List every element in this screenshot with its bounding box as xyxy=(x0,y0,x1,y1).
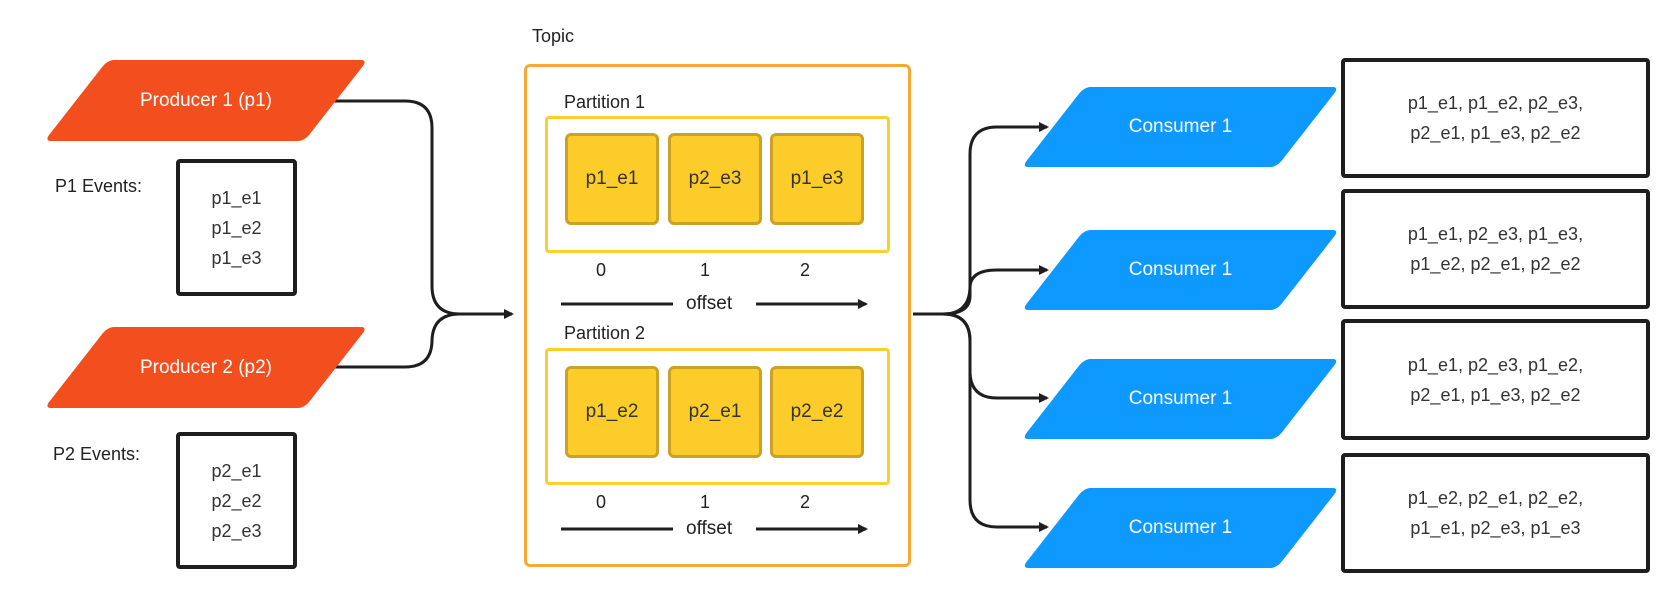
consumer-label: Consumer 1 xyxy=(1128,259,1233,280)
partition-1-cell: p1_e1 xyxy=(565,133,659,225)
p2-event-item: p2_e1 xyxy=(211,460,262,481)
consumer-1-result-box: p1_e1, p1_e2, p2_e3, p2_e1, p1_e3, p2_e2 xyxy=(1341,58,1650,178)
topic-to-consumer3-arrow xyxy=(913,312,1049,403)
partition-2-offset-label: offset xyxy=(678,518,741,540)
topic-to-consumer1-arrow xyxy=(913,122,1049,316)
consumer-4-result-box: p1_e2, p2_e1, p2_e2, p1_e1, p2_e3, p1_e3 xyxy=(1341,453,1650,573)
consumer-node-4: Consumer 1 xyxy=(1021,488,1340,568)
topic-to-consumer2-arrow xyxy=(913,265,1049,316)
consumer-label: Consumer 1 xyxy=(1128,116,1233,137)
partition-1-offset-index: 0 xyxy=(595,260,606,280)
consumer-label: Consumer 1 xyxy=(1128,517,1233,538)
p2-events-title: P2 Events: xyxy=(53,444,141,464)
result-line: p1_e1, p2_e3, p1_e3, xyxy=(1407,224,1584,244)
result-line: p1_e1, p2_e3, p1_e2, xyxy=(1407,354,1584,375)
partition-2-offset-index: 2 xyxy=(799,492,810,512)
partition-1-label: Partition 1 xyxy=(564,92,646,112)
p2-event-item: p2_e2 xyxy=(211,490,262,511)
result-line: p1_e1, p2_e3, p1_e3 xyxy=(1410,518,1581,538)
consumer-node-3: Consumer 1 xyxy=(1021,359,1340,439)
p1-event-item: p1_e3 xyxy=(211,247,262,268)
partition-2-offset-index: 1 xyxy=(699,492,710,512)
consumer-label: Consumer 1 xyxy=(1128,388,1233,409)
producer1-to-topic-arrow xyxy=(313,99,514,319)
result-line: p1_e1, p1_e2, p2_e3, xyxy=(1407,93,1584,113)
producer2-to-topic-arrow xyxy=(313,312,512,369)
topic-title: Topic xyxy=(532,26,575,46)
p2-event-item: p2_e3 xyxy=(211,520,262,541)
result-line: p1_e2, p2_e1, p2_e2 xyxy=(1410,254,1581,274)
p1-event-item: p1_e2 xyxy=(211,217,262,238)
partition-2-offset-index: 0 xyxy=(595,492,606,512)
result-line: p2_e1, p1_e3, p2_e2 xyxy=(1410,123,1581,143)
p2-events-box: p2_e1 p2_e2 p2_e3 xyxy=(176,432,297,569)
topic-container xyxy=(524,64,911,567)
partition-1-offset-index: 1 xyxy=(699,260,710,280)
partition-2-cell: p2_e1 xyxy=(668,366,762,458)
partition-1-cell: p2_e3 xyxy=(668,133,762,225)
partition-2-cell: p1_e2 xyxy=(565,366,659,458)
result-line: p1_e2, p2_e1, p2_e2, xyxy=(1407,488,1584,508)
partition-2-box xyxy=(545,348,890,485)
consumer-2-result-box: p1_e1, p2_e3, p1_e3, p1_e2, p2_e1, p2_e2 xyxy=(1341,189,1650,309)
result-line: p2_e1, p1_e3, p2_e2 xyxy=(1410,384,1581,405)
consumer-3-result-box: p1_e1, p2_e3, p1_e2, p2_e1, p1_e3, p2_e2 xyxy=(1341,319,1650,440)
consumer-node-2: Consumer 1 xyxy=(1021,230,1340,310)
partition-1-offset-index: 2 xyxy=(799,260,810,280)
partition-2-cell: p2_e2 xyxy=(770,366,864,458)
topic-to-consumer4-arrow xyxy=(913,312,1049,532)
producer-1-node: Producer 1 (p1) xyxy=(44,60,368,141)
consumer-node-1: Consumer 1 xyxy=(1021,87,1340,167)
p1-event-item: p1_e1 xyxy=(211,187,262,208)
producer-1-label: Producer 1 (p1) xyxy=(139,89,272,111)
p1-events-title: P1 Events: xyxy=(55,176,143,196)
producer-2-node: Producer 2 (p2) xyxy=(44,327,368,408)
partition-1-box xyxy=(545,116,890,253)
partition-2-label: Partition 2 xyxy=(564,323,646,343)
producer-2-label: Producer 2 (p2) xyxy=(139,356,272,378)
partition-1-cell: p1_e3 xyxy=(770,133,864,225)
p1-events-box: p1_e1 p1_e2 p1_e3 xyxy=(176,159,297,296)
partition-1-offset-label: offset xyxy=(678,293,741,315)
